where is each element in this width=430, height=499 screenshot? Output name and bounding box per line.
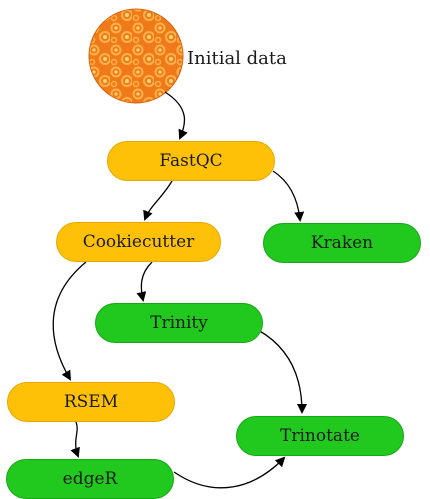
node-rsem-label: RSEM: [63, 392, 119, 412]
edge-cookiecutter-to-rsem: [52, 261, 87, 381]
node-edger-label: edgeR: [62, 469, 118, 489]
edge-trinity-to-trinotate: [257, 329, 307, 414]
edge-rsem-to-edger: [70, 421, 80, 458]
edge-fastqc-to-kraken: [272, 170, 305, 222]
node-trinity[interactable]: Trinity: [95, 303, 263, 343]
node-fastqc-label: FastQC: [159, 151, 223, 171]
node-trinity-label: Trinity: [150, 313, 208, 333]
node-kraken[interactable]: Kraken: [263, 223, 421, 263]
initial-data-node: [88, 8, 184, 104]
node-cookiecutter-label: Cookiecutter: [82, 232, 195, 252]
node-cookiecutter[interactable]: Cookiecutter: [56, 222, 221, 262]
edge-initial-to-fastqc: [164, 91, 188, 140]
edge-edger-to-trinotate: [173, 456, 286, 489]
node-kraken-label: Kraken: [310, 233, 374, 253]
node-fastqc[interactable]: FastQC: [107, 141, 275, 181]
node-edger[interactable]: edgeR: [6, 459, 174, 499]
node-trinotate-label: Trinotate: [280, 426, 360, 446]
edge-fastqc-to-cookiecutter: [143, 180, 173, 221]
initial-data-label: Initial data: [187, 48, 287, 69]
edge-cookiecutter-to-trinity: [136, 261, 153, 302]
node-trinotate[interactable]: Trinotate: [236, 416, 404, 456]
node-rsem[interactable]: RSEM: [7, 382, 175, 422]
